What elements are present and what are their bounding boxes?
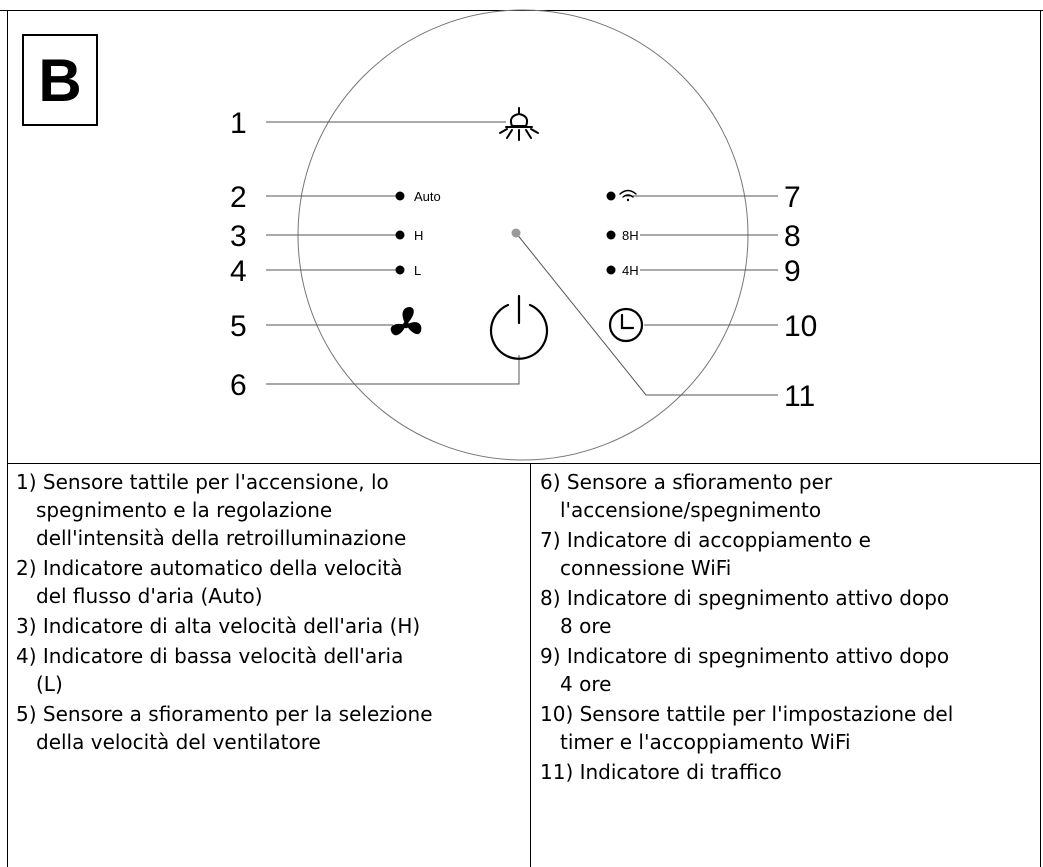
description-line: del flusso d'aria (Auto): [36, 584, 263, 608]
description-line: 8 ore: [560, 614, 612, 638]
description-item-8: 8) Indicatore di spegnimento attivo dopo…: [540, 584, 1038, 640]
description-line: della velocità del ventilatore: [36, 730, 321, 754]
control-panel-diagram: 1 2 3 4 5 6 7 8 9 10 11 Auto H L 8H 4H: [230, 9, 817, 461]
description-item-11: 11) Indicatore di traffico: [540, 758, 1038, 786]
description-item-2: 2) Indicatore automatico della velocità …: [16, 554, 524, 610]
description-line: 7) Indicatore di accoppiamento e: [540, 528, 871, 552]
description-item-7: 7) Indicatore di accoppiamento e conness…: [540, 526, 1038, 582]
description-item-9: 9) Indicatore di spegnimento attivo dopo…: [540, 642, 1038, 698]
description-line: 3) Indicatore di alta velocità dell'aria…: [16, 614, 421, 638]
callout-2: 2: [230, 181, 247, 214]
description-item-10: 10) Sensore tattile per l'impostazione d…: [540, 700, 1038, 756]
auto-indicator-dot: [395, 191, 405, 201]
frame-left-border: [7, 10, 8, 867]
leader-lines: [266, 121, 778, 396]
description-item-1: 1) Sensore tattile per l'accensione, lo …: [16, 468, 524, 552]
panel-letter: B: [38, 46, 82, 114]
description-column-right: 6) Sensore a sfioramento per l'accension…: [540, 468, 1038, 788]
high-indicator-dot: [395, 230, 405, 240]
timer-4h-indicator-dot: [606, 265, 616, 275]
description-item-6: 6) Sensore a sfioramento per l'accension…: [540, 468, 1038, 524]
description-line: 5) Sensore a sfioramento per la selezion…: [16, 702, 433, 726]
description-line: 1) Sensore tattile per l'accensione, lo: [16, 470, 389, 494]
panel-badge: B: [22, 34, 98, 126]
callout-3: 3: [230, 220, 247, 253]
callout-8: 8: [784, 220, 801, 253]
lightbulb-icon[interactable]: [499, 107, 539, 141]
description-line: 10) Sensore tattile per l'impostazione d…: [540, 702, 954, 726]
description-line: 4 ore: [560, 672, 612, 696]
callout-6: 6: [230, 369, 247, 402]
frame-right-border: [1040, 10, 1041, 867]
description-line: l'accensione/spegnimento: [560, 498, 822, 522]
leader-line-6: [266, 355, 520, 385]
callout-11: 11: [784, 380, 815, 413]
description-item-4: 4) Indicatore di bassa velocità dell'ari…: [16, 642, 524, 698]
description-column-left: 1) Sensore tattile per l'accensione, lo …: [16, 468, 524, 758]
callout-4: 4: [230, 255, 247, 288]
timer-8h-indicator-dot: [606, 230, 616, 240]
auto-indicator-label: Auto: [414, 189, 441, 204]
description-line: dell'intensità della retroilluminazione: [36, 526, 407, 550]
frame-middle-divider: [7, 463, 1041, 464]
description-line: 4) Indicatore di bassa velocità dell'ari…: [16, 644, 404, 668]
frame-column-divider: [530, 463, 531, 867]
description-line: 11) Indicatore di traffico: [540, 760, 782, 784]
timer-8h-label: 8H: [622, 228, 639, 243]
traffic-dot-icon: [511, 228, 521, 238]
description-line: 6) Sensore a sfioramento per: [540, 470, 833, 494]
description-line: spegnimento e la regolazione: [36, 498, 333, 522]
leader-line-11: [515, 232, 778, 396]
description-line: timer e l'accoppiamento WiFi: [560, 730, 851, 754]
description-line: 2) Indicatore automatico della velocità: [16, 556, 403, 580]
low-indicator-dot: [395, 265, 405, 275]
callout-5: 5: [230, 310, 247, 343]
callout-1: 1: [230, 107, 247, 140]
description-line: 8) Indicatore di spegnimento attivo dopo: [540, 586, 950, 610]
description-item-5: 5) Sensore a sfioramento per la selezion…: [16, 700, 524, 756]
power-icon[interactable]: [489, 294, 549, 360]
callout-10: 10: [784, 310, 817, 343]
low-indicator-label: L: [414, 263, 421, 278]
callout-7: 7: [784, 181, 801, 214]
description-line: 9) Indicatore di spegnimento attivo dopo: [540, 644, 950, 668]
timer-4h-label: 4H: [622, 263, 639, 278]
callout-9: 9: [784, 255, 801, 288]
wifi-icon: [619, 189, 637, 202]
description-line: (L): [36, 672, 63, 696]
fan-icon[interactable]: [390, 307, 422, 336]
clock-icon[interactable]: [608, 307, 644, 343]
description-item-3: 3) Indicatore di alta velocità dell'aria…: [16, 612, 524, 640]
wifi-indicator-dot: [606, 191, 616, 201]
high-indicator-label: H: [414, 228, 423, 243]
description-line: connessione WiFi: [560, 556, 732, 580]
